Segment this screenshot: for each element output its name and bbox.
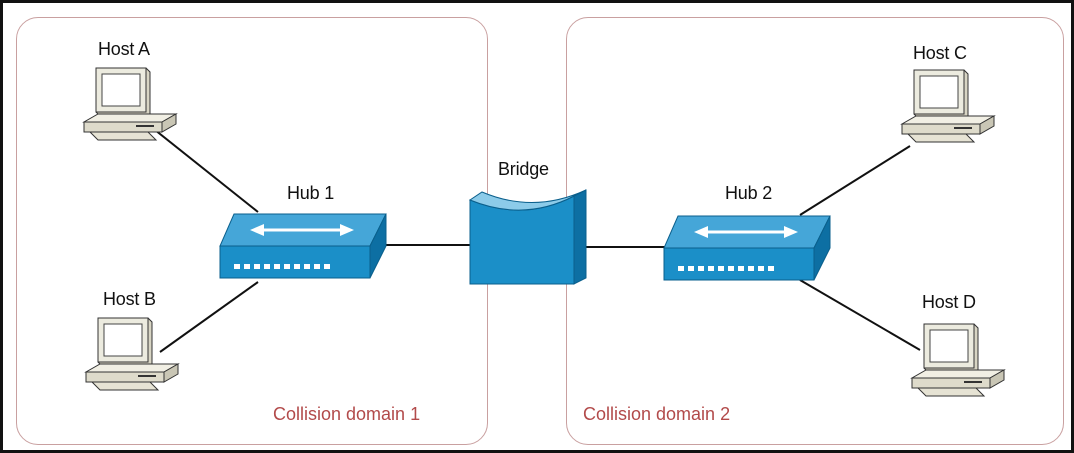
collision-domain-2-label: Collision domain 2 [583, 404, 731, 424]
collision-domain-1-label: Collision domain 1 [273, 404, 421, 424]
host-c-label: Host C [913, 43, 967, 63]
link-hub2-hostd [799, 279, 921, 351]
hub-2-label: Hub 2 [725, 183, 773, 203]
link-hub2-hostc [799, 145, 911, 216]
host-c-computer-icon [901, 69, 995, 143]
host-b-label: Host B [103, 289, 156, 309]
link-hub1-hosta [144, 121, 259, 213]
bridge-icon [468, 189, 587, 285]
host-a-computer-icon [83, 67, 177, 141]
host-d-computer-icon [911, 323, 1005, 397]
host-d-label: Host D [922, 292, 976, 312]
link-hub1-hostb [159, 281, 259, 353]
hub-1-hub-icon [218, 212, 388, 280]
host-a-label: Host A [98, 39, 150, 59]
host-b-computer-icon [85, 317, 179, 391]
hub-1-label: Hub 1 [287, 183, 335, 203]
bridge-label: Bridge [498, 159, 549, 179]
hub-2-hub-icon [662, 214, 832, 282]
